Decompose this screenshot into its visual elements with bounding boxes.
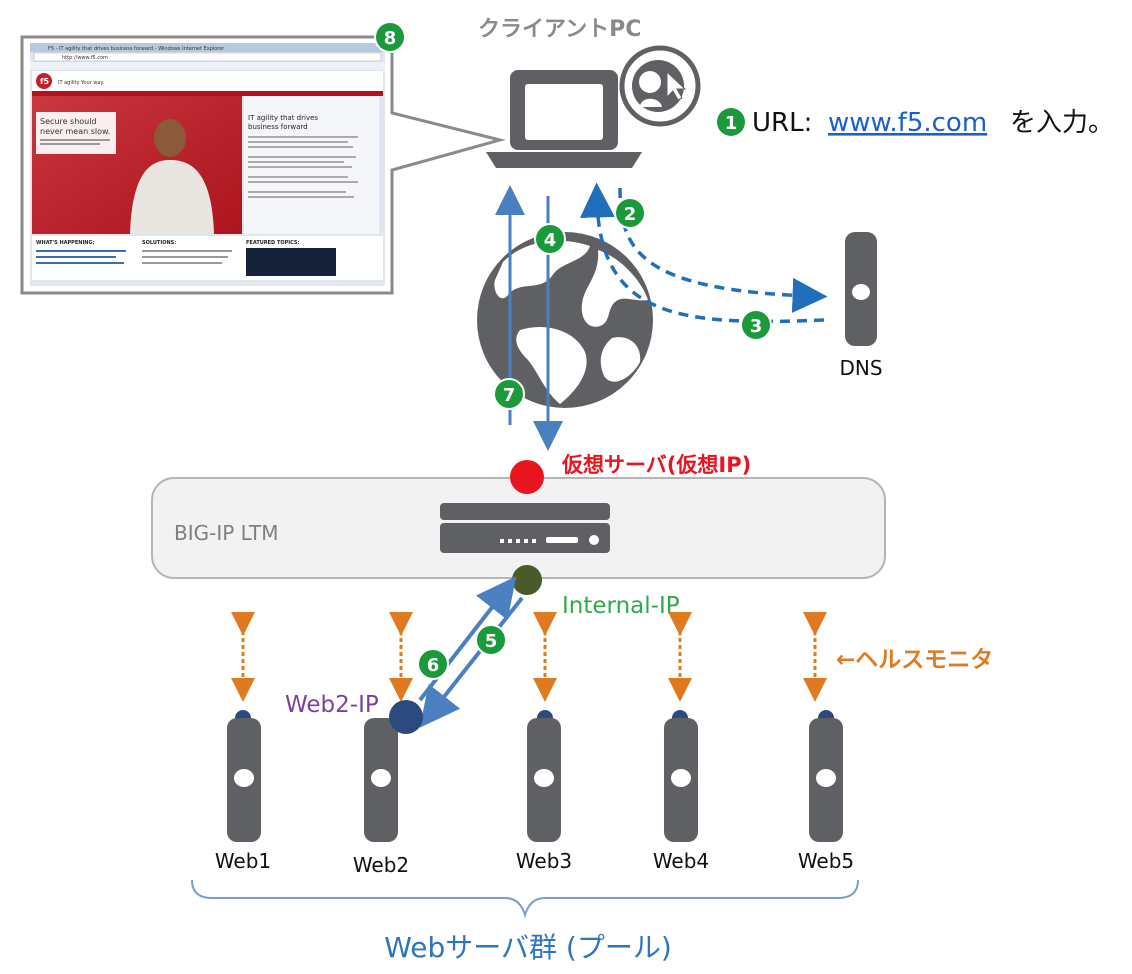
internal-ip-dot bbox=[512, 565, 542, 595]
step-badge-3: 3 bbox=[740, 309, 772, 341]
laptop-screen bbox=[525, 84, 603, 140]
browser-titlebar bbox=[30, 43, 385, 52]
step1-instruction: 1 URL: www.f5.com を入力。 bbox=[717, 108, 1114, 138]
hero-headline-2: never mean slow. bbox=[40, 127, 110, 136]
f5-side-panel bbox=[244, 96, 379, 234]
hero-person-body bbox=[130, 160, 214, 234]
featured-video-thumb bbox=[246, 248, 336, 276]
f5-nav-bar bbox=[32, 91, 383, 96]
step1-url-link[interactable]: www.f5.com bbox=[828, 108, 987, 138]
svg-text:1: 1 bbox=[725, 113, 738, 134]
hero-headline-1: Secure should bbox=[40, 117, 97, 126]
section-whats-happening: WHAT'S HAPPENING: bbox=[36, 240, 95, 246]
svg-text:7: 7 bbox=[503, 385, 516, 406]
internet-globe-icon bbox=[477, 232, 653, 408]
web-server-4 bbox=[664, 710, 698, 842]
step-badge-4: 4 bbox=[534, 223, 566, 255]
browser-address: http://www.f5.com bbox=[62, 55, 108, 61]
web5-label: Web5 bbox=[798, 849, 854, 873]
client-pc bbox=[486, 45, 701, 168]
internal-ip-label: Internal-IP bbox=[562, 593, 680, 619]
step-badge-1 bbox=[717, 108, 745, 136]
dns-label: DNS bbox=[839, 356, 882, 380]
client-pc-label: クライアントPC bbox=[478, 17, 641, 42]
section-featured-topics: FEATURED TOPICS: bbox=[246, 240, 300, 246]
svg-text:5: 5 bbox=[485, 631, 498, 652]
health-monitor-arrows bbox=[231, 612, 827, 702]
f5-logo-icon bbox=[36, 73, 52, 89]
web4-label: Web4 bbox=[653, 849, 709, 873]
health-monitor-label: ←ヘルスモニタ bbox=[836, 647, 993, 673]
web2-ip-dot bbox=[389, 700, 423, 734]
section-solutions: SOLUTIONS: bbox=[142, 240, 176, 246]
browser-screenshot-callout: F5 - IT agility that drives business for… bbox=[20, 35, 506, 295]
step1-suffix: を入力。 bbox=[1010, 108, 1114, 138]
step-badge-7: 7 bbox=[493, 378, 525, 410]
svg-text:6: 6 bbox=[427, 655, 440, 676]
dns-request-arrow bbox=[618, 187, 828, 313]
cursor-icon bbox=[666, 70, 687, 101]
step-badge-2: 2 bbox=[614, 197, 646, 229]
browser-address-bar[interactable] bbox=[33, 52, 382, 62]
step-badge-6: 6 bbox=[417, 648, 449, 680]
web2-label: Web2 bbox=[353, 853, 409, 877]
web-server-pool bbox=[227, 700, 843, 842]
web1-label: Web1 bbox=[215, 849, 271, 873]
pool-brace bbox=[191, 879, 859, 919]
pool-label: Webサーバ群 (プール) bbox=[384, 931, 672, 964]
web-server-5 bbox=[809, 710, 843, 842]
bigip-appliance-icon bbox=[440, 503, 610, 553]
browser-status-bar bbox=[30, 280, 385, 286]
virtual-server-dot bbox=[510, 460, 544, 494]
step-badge-5: 5 bbox=[475, 624, 507, 656]
step1-prefix: URL: bbox=[752, 108, 812, 138]
web-server-3 bbox=[527, 710, 561, 842]
step-badge-8: 8 bbox=[374, 21, 406, 53]
svg-text:f5: f5 bbox=[40, 77, 49, 86]
web2-ip-label: Web2-IP bbox=[285, 692, 379, 718]
f5-tagline: IT agility Your way. bbox=[58, 80, 105, 86]
web3-label: Web3 bbox=[516, 849, 572, 873]
browser-title: F5 - IT agility that drives business for… bbox=[48, 46, 225, 52]
svg-text:3: 3 bbox=[750, 316, 763, 337]
server-request-arrow bbox=[419, 596, 524, 728]
f5-site-header bbox=[32, 71, 383, 91]
svg-text:8: 8 bbox=[384, 28, 397, 49]
svg-text:2: 2 bbox=[624, 204, 637, 225]
browser-tabbar bbox=[30, 62, 385, 70]
web-server-2 bbox=[364, 700, 423, 842]
side-title-2: business forward bbox=[248, 123, 308, 131]
web-server-1 bbox=[227, 710, 261, 842]
server-response-arrow bbox=[418, 576, 517, 702]
virtual-server-label: 仮想サーバ(仮想IP) bbox=[561, 453, 751, 477]
side-title-1: IT agility that drives bbox=[248, 114, 318, 122]
bigip-ltm-label: BIG-IP LTM bbox=[174, 521, 279, 545]
laptop-base bbox=[486, 152, 642, 168]
dns-server bbox=[845, 232, 877, 346]
hero-person-head bbox=[154, 119, 186, 157]
svg-text:4: 4 bbox=[544, 230, 557, 251]
